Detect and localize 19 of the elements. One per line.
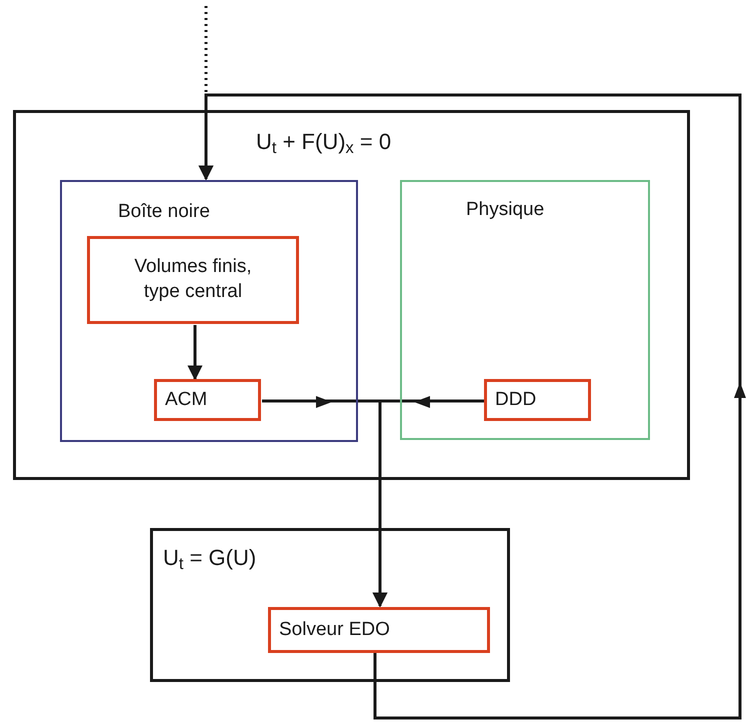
process-box (484, 379, 591, 421)
box-label: Solveur EDO (279, 618, 390, 642)
box-label: Physique (466, 199, 544, 220)
process-box (87, 236, 299, 324)
box-label: ACM (165, 388, 208, 412)
process-box (150, 528, 510, 682)
process-box (154, 379, 261, 421)
process-box (400, 180, 650, 440)
process-box (13, 110, 690, 480)
box-label: Boîte noire (118, 201, 210, 222)
arrow (372, 396, 485, 608)
process-box (60, 180, 358, 442)
arrow (198, 94, 746, 720)
process-box (268, 607, 490, 653)
arrow (188, 325, 202, 380)
box-label: Volumes finis, type central (133, 255, 253, 304)
box-label: U$_{t}$ = G(U) (163, 545, 256, 570)
box-label: U$_{t}$ + F(U)$_{x}$ = 0 (256, 129, 392, 154)
box-label: DDD (495, 388, 536, 412)
